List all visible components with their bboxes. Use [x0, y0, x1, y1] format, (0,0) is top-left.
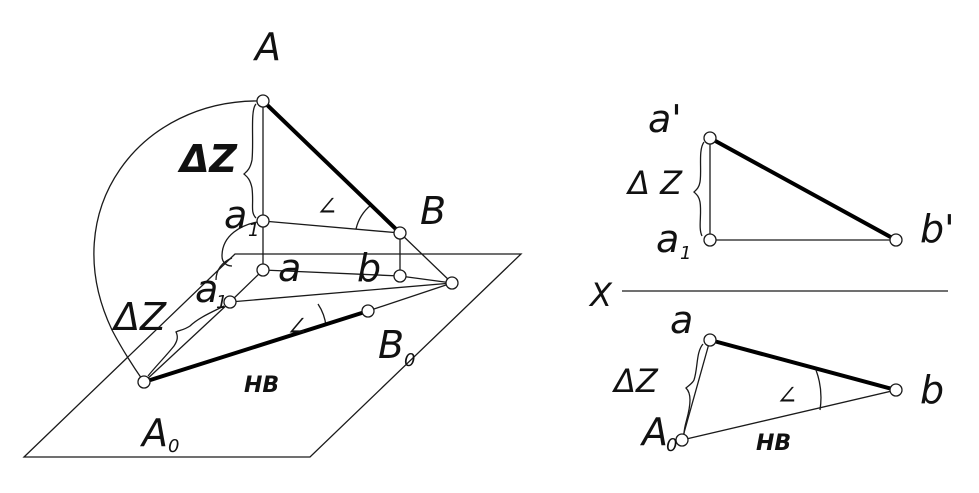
label-x-axis: X	[588, 276, 613, 314]
spatial-construction: A B a 1 a b a 1 B 0 A 0 ΔZ ΔZ ∠ ∠ HB	[22, 25, 523, 458]
line-a1-B	[262, 220, 401, 234]
point-A0	[137, 375, 151, 389]
label-a1: a	[224, 193, 247, 237]
label-A0-sub: 0	[168, 436, 179, 457]
label-hb-right: HB	[756, 431, 791, 456]
brace-dz-plane	[147, 305, 225, 377]
line-a-a1plane	[229, 269, 264, 303]
segment-A0B0	[142, 309, 370, 384]
point-B0	[361, 304, 375, 318]
brace-dz-top	[243, 103, 257, 219]
label-alpha-top: ∠	[316, 192, 338, 222]
orthographic-projections: X a' b' a 1 Δ Z a b ΔZ A 0 ∠ HB	[588, 97, 955, 456]
label-hb-left: HB	[244, 373, 279, 398]
line-a-A0	[681, 339, 711, 441]
label-A0-right-sub: 0	[666, 435, 677, 456]
label-alpha-right: ∠	[776, 381, 798, 411]
angle-arc-top	[355, 204, 372, 230]
label-dz-front: Δ Z	[625, 164, 683, 202]
label-a1-plane: a	[195, 267, 218, 311]
line-far-B0	[367, 282, 453, 312]
segment-aprime-bprime	[708, 136, 898, 242]
label-bprime: b'	[920, 207, 955, 251]
label-dz-horizontal: ΔZ	[611, 362, 659, 400]
label-A: A	[252, 25, 281, 69]
horizontal-plane	[22, 253, 523, 458]
label-a1-front-sub: 1	[680, 243, 691, 264]
line-a1plane-A0	[143, 301, 231, 383]
angle-arc-right	[815, 369, 822, 411]
label-B0: B	[378, 323, 404, 367]
brace-dz-front	[693, 141, 705, 237]
point-b-right	[889, 383, 903, 397]
label-aprime: a'	[648, 97, 682, 141]
point-B	[393, 226, 407, 240]
point-a1-front	[703, 233, 717, 247]
label-dz-plane: ΔZ	[111, 295, 167, 339]
line-a1plane-far	[229, 282, 453, 303]
rotation-arc	[93, 100, 264, 383]
point-a-right	[703, 333, 717, 347]
rotation-curve-a1	[221, 220, 264, 267]
rotation-curve-a	[215, 257, 233, 281]
point-a	[256, 263, 270, 277]
label-a1-sub: 1	[248, 220, 259, 241]
label-a1-front: a	[656, 217, 679, 261]
segment-a-b	[708, 338, 898, 392]
point-aprime	[703, 131, 717, 145]
point-far	[445, 276, 459, 290]
line-B-far	[399, 232, 453, 284]
point-a1-plane	[223, 295, 237, 309]
label-A0-right: A	[639, 410, 668, 454]
label-b: b	[357, 246, 381, 290]
label-B0-sub: 0	[404, 350, 415, 371]
label-a-right: a	[670, 298, 693, 342]
label-a: a	[278, 246, 301, 290]
point-bprime	[889, 233, 903, 247]
label-A0: A	[139, 411, 168, 455]
label-b-right: b	[920, 368, 944, 412]
line-A0-b	[681, 389, 897, 441]
segment-AB	[261, 99, 402, 235]
label-alpha-plane: ∠	[286, 312, 308, 342]
point-b	[393, 269, 407, 283]
label-dz-top: ΔZ	[177, 137, 238, 181]
label-a1-plane-sub: 1	[216, 292, 227, 313]
point-A0-right	[675, 433, 689, 447]
point-a1	[256, 214, 270, 228]
line-a-b	[262, 269, 401, 277]
brace-dz-horizontal	[683, 343, 704, 435]
point-A	[256, 94, 270, 108]
line-b-far	[399, 275, 453, 284]
label-B: B	[420, 189, 446, 233]
